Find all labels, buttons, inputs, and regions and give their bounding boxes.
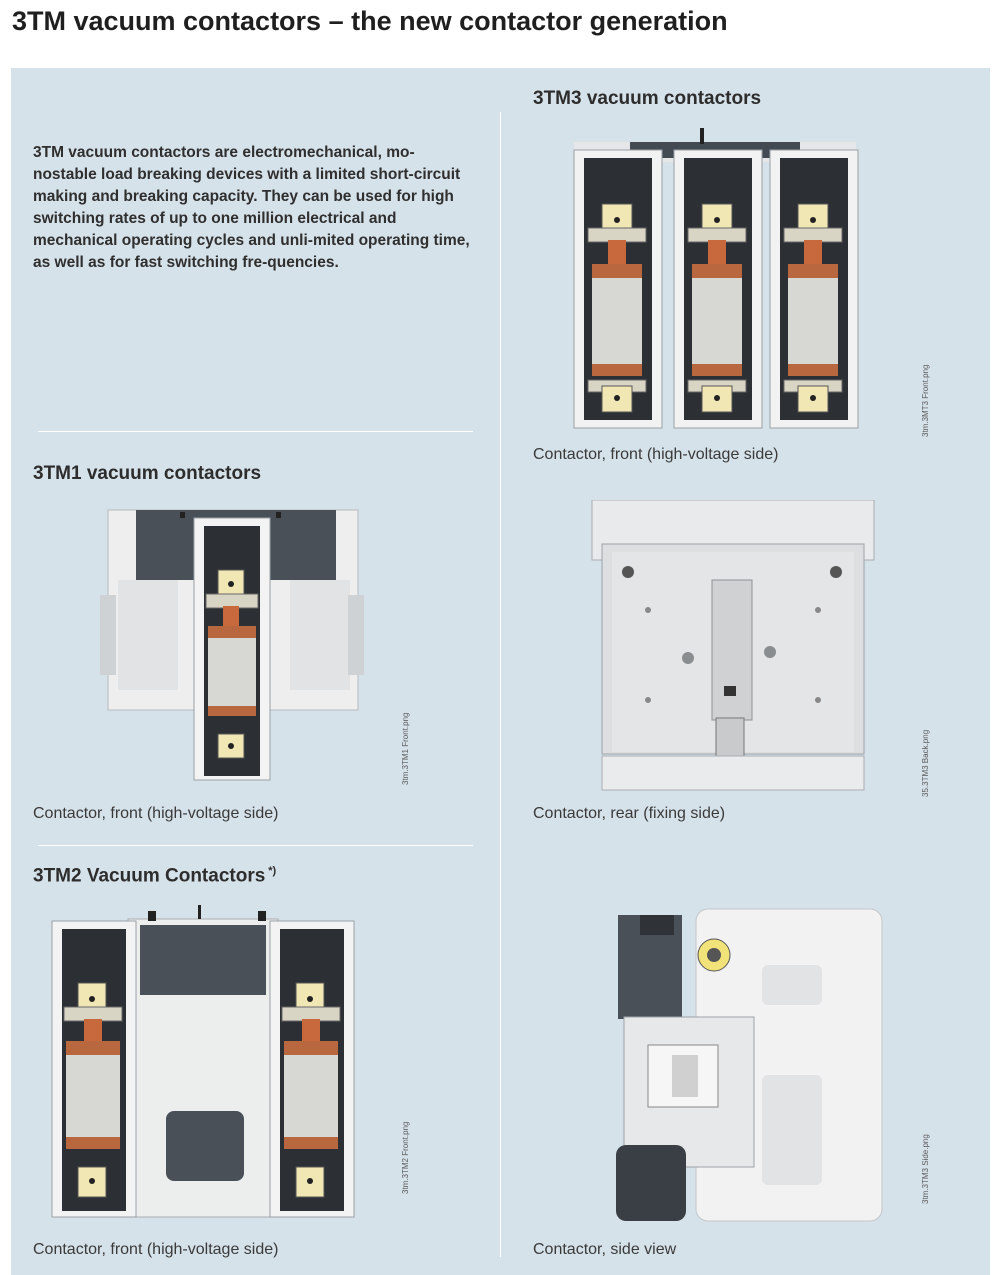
tm1-front-caption: Contactor, front (high-voltage side) bbox=[33, 805, 279, 822]
tm3-rear-filename: 35.3TM3 Back.png bbox=[921, 729, 930, 797]
tm3-side-caption: Contactor, side view bbox=[533, 1241, 677, 1258]
tm3-front-filename: 3tm.3MT3 Front.png bbox=[921, 364, 930, 437]
tm3-heading: 3TM3 vacuum contactors bbox=[533, 88, 762, 109]
tm2-front-image bbox=[48, 905, 360, 1221]
tm1-front-image bbox=[100, 500, 365, 782]
tm2-heading: 3TM2 Vacuum Contactors*) bbox=[33, 865, 276, 887]
tm3-front-caption: Contactor, front (high-voltage side) bbox=[533, 446, 779, 463]
tm3-front-image bbox=[570, 128, 860, 430]
tm3-side-image bbox=[612, 905, 888, 1227]
tm1-front-filename: 3tm.3TM1 Front.png bbox=[401, 712, 410, 785]
tm2-heading-text: 3TM2 Vacuum Contactors bbox=[33, 865, 266, 887]
section-divider-1 bbox=[38, 431, 473, 432]
intro-paragraph: 3TM vacuum contactors are electromechani… bbox=[33, 144, 470, 271]
tm3-rear-image bbox=[588, 500, 878, 792]
tm2-footnote-mark: *) bbox=[268, 865, 277, 877]
section-divider-2 bbox=[38, 845, 473, 846]
tm3-side-filename: 3tm.3TM3 Side.png bbox=[921, 1134, 930, 1204]
page-title: 3TM vacuum contactors – the new contacto… bbox=[12, 6, 728, 36]
column-divider bbox=[500, 112, 501, 1257]
tm1-heading: 3TM1 vacuum contactors bbox=[33, 463, 262, 484]
tm2-front-caption: Contactor, front (high-voltage side) bbox=[33, 1241, 279, 1258]
tm3-rear-caption: Contactor, rear (fixing side) bbox=[533, 805, 726, 822]
tm2-front-filename: 3tm.3TM2 Front.png bbox=[401, 1121, 410, 1194]
